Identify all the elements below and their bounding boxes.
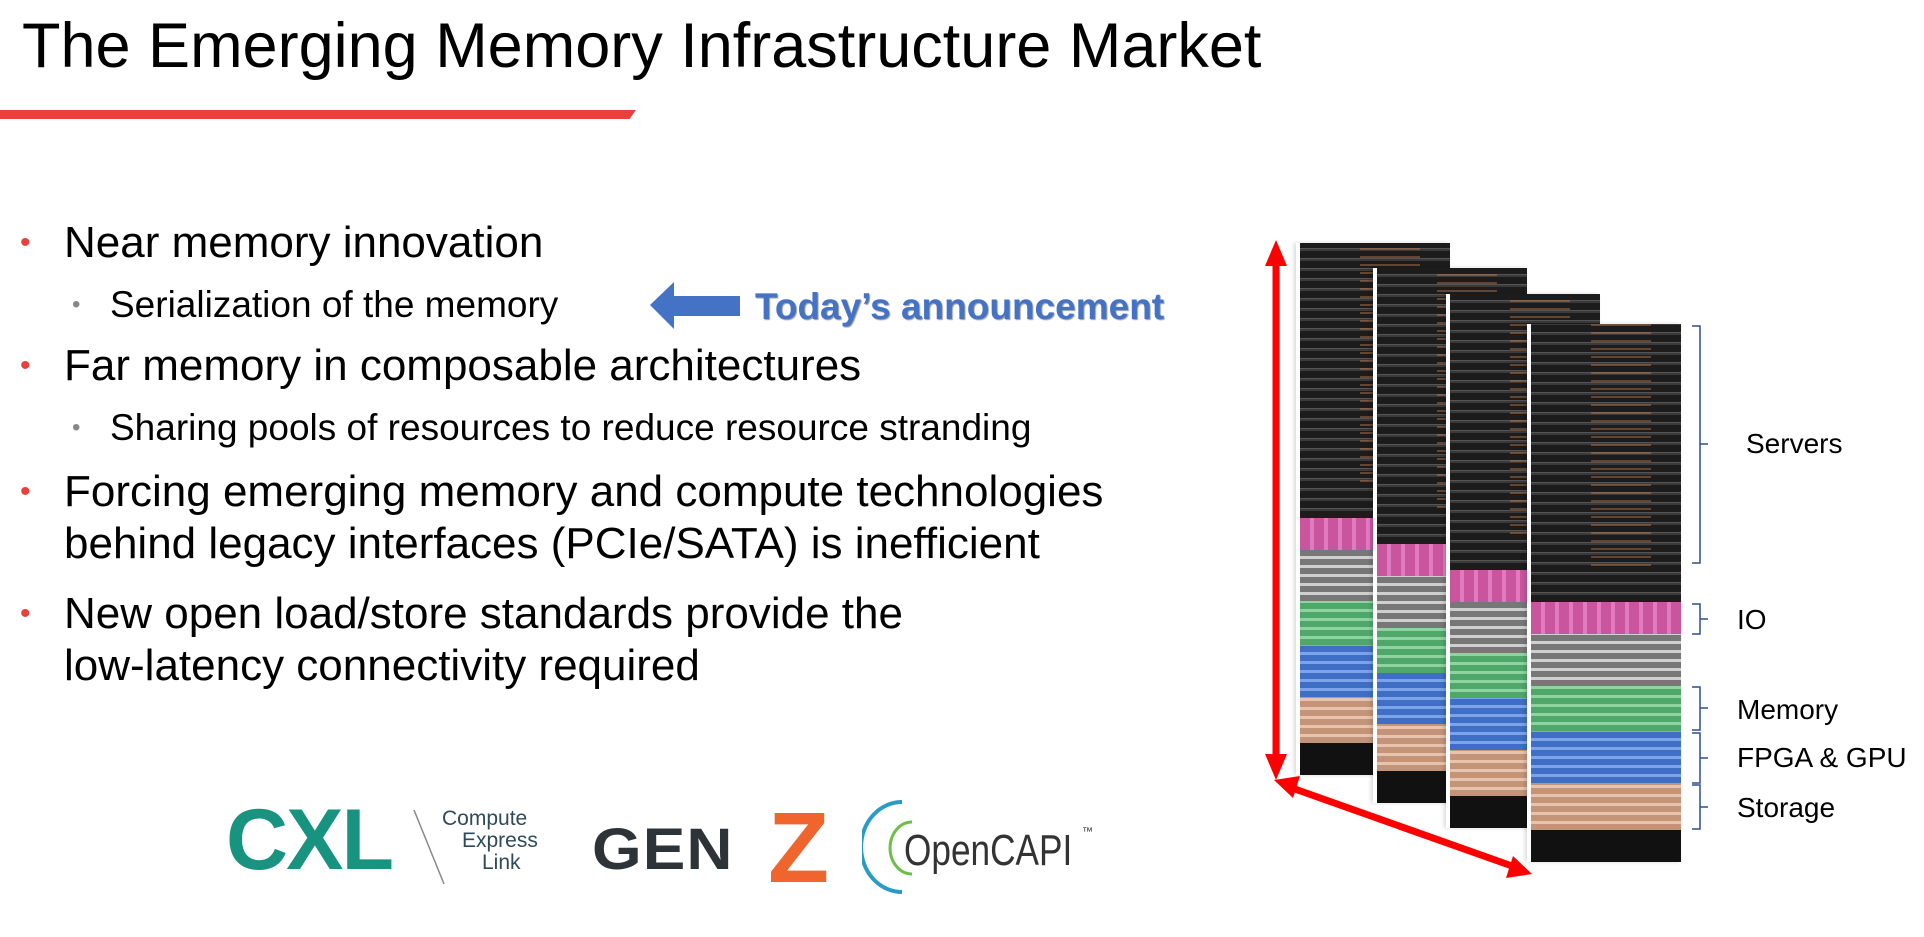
bullet-text: New open load/store standards provide th… [64, 589, 903, 638]
memory-section [1531, 686, 1681, 731]
cxl-express: Express [462, 829, 538, 852]
bullet-open-standards: • New open load/store standards provide t… [20, 588, 903, 692]
bullet-far-memory: • Far memory in composable architectures [20, 340, 862, 392]
bullet-dot: • [20, 226, 31, 259]
bullet-text: Near memory innovation [64, 218, 544, 267]
cxl-compute: Compute [442, 807, 528, 830]
genz-logo-z: Z [768, 792, 830, 904]
io-section [1531, 602, 1681, 634]
bullet-text: Sharing pools of resources to reduce res… [110, 407, 1032, 448]
bullet-text-continuation: low-latency connectivity required [64, 641, 700, 690]
rack-base [1531, 830, 1681, 862]
cxl-link: Link [482, 851, 521, 874]
subbullet-sharing-pools: • Sharing pools of resources to reduce re… [72, 406, 1032, 450]
fpga-gpu-section [1531, 731, 1681, 783]
gray-section [1531, 634, 1681, 686]
bullet-dot: • [72, 414, 81, 441]
cxl-divider [413, 809, 445, 885]
bullet-dot: • [72, 291, 81, 318]
bullet-dot: • [20, 475, 31, 508]
bullet-text-continuation: behind legacy interfaces (PCIe/SATA) is … [64, 519, 1040, 568]
storage-brace [1692, 784, 1708, 830]
servers-section [1531, 324, 1681, 602]
label-servers: Servers [1746, 428, 1843, 459]
cxl-logo-mark: CXL [226, 792, 394, 888]
bullet-forcing-emerging: • Forcing emerging memory and compute tec… [20, 466, 1104, 570]
label-io: IO [1737, 604, 1767, 635]
genz-logo-mark: GEN [592, 817, 734, 882]
title-underline [0, 110, 636, 119]
servers-brace [1692, 325, 1708, 564]
bullet-text: Far memory in composable architectures [64, 341, 862, 390]
bullet-dot: • [20, 597, 31, 630]
opencapi-swoosh [862, 800, 913, 894]
bullet-near-memory: • Near memory innovation [20, 217, 544, 269]
label-storage: Storage [1737, 792, 1836, 823]
bullet-text: Serialization of the memory [110, 284, 559, 325]
cxl-logo-text: Compute Express Link [442, 808, 538, 874]
todays-announcement-callout: Today’s announcement [755, 286, 1165, 327]
slide-title: The Emerging Memory Infrastructure Marke… [22, 11, 1262, 81]
bullet-text: Forcing emerging memory and compute tech… [64, 467, 1104, 516]
rack-4 [1527, 324, 1681, 862]
opencapi-tm: ™ [1082, 826, 1093, 838]
storage-section [1531, 783, 1681, 830]
fpga-brace [1692, 732, 1708, 784]
memory-brace [1692, 686, 1708, 731]
diagonal-double-arrow [1274, 776, 1532, 878]
bullet-dot: • [20, 349, 31, 382]
label-memory: Memory [1737, 694, 1839, 725]
left-arrow-icon [650, 282, 740, 329]
subbullet-serialization: • Serialization of the memory [72, 283, 559, 327]
opencapi-logo-text: OpenCAPI [904, 826, 1073, 875]
vertical-double-arrow [1265, 240, 1287, 780]
io-brace [1692, 603, 1708, 635]
label-fpga-gpu: FPGA & GPU [1737, 742, 1907, 773]
